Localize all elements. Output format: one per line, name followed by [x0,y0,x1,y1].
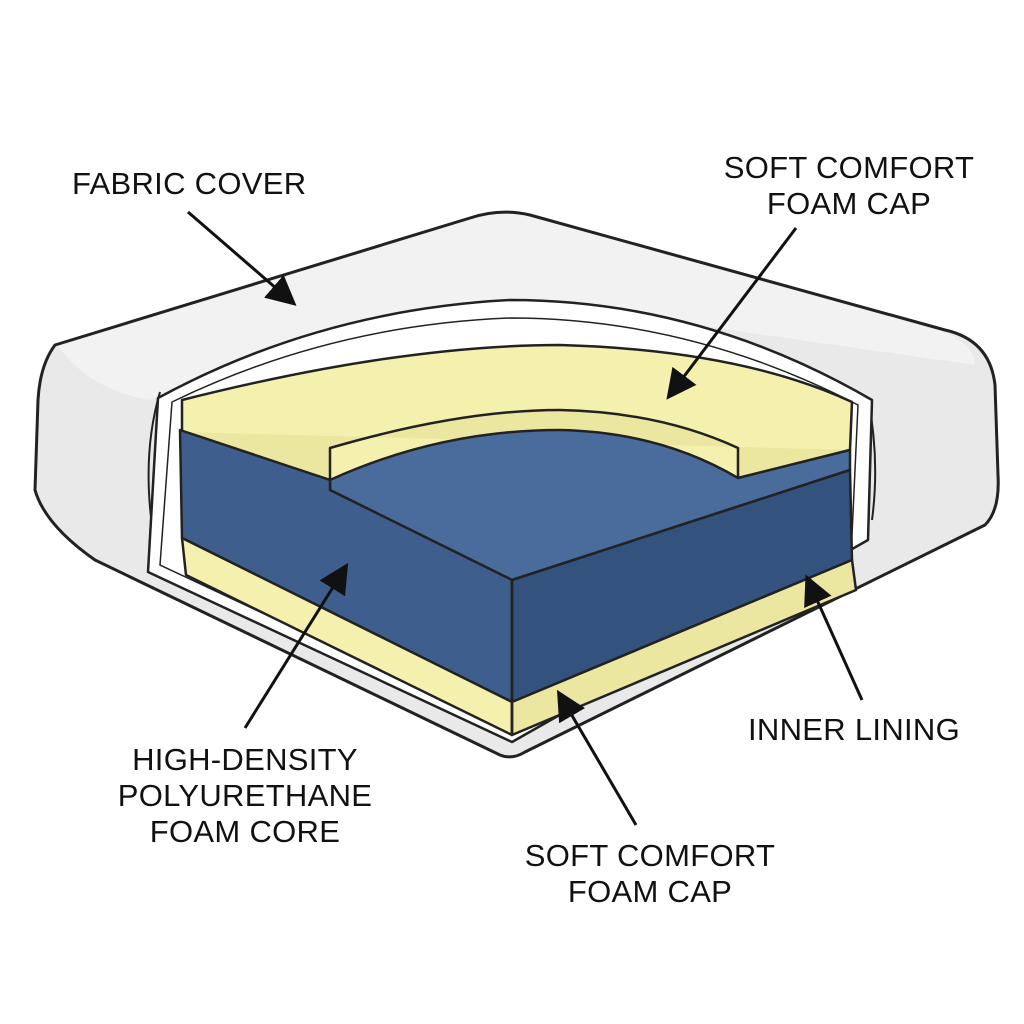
arrow-bottom-cap [556,689,638,826]
inner-lining-label-line: INNER LINING [748,712,961,747]
fabric-cover-top [58,214,975,400]
arrow-fabric-cover [187,210,297,306]
top-foam-cap-label-line-1: SOFT COMFORT [723,150,975,185]
arrow-core [243,562,349,729]
bottom-foam-cap-label: SOFT COMFORT FOAM CAP [500,838,800,910]
bottom-foam-cap-label-line-1: SOFT COMFORT [524,838,776,873]
arrow-top-cap [666,227,798,400]
bottom-foam-cap-label-line-2: FOAM CAP [567,874,733,909]
foam-core-label-line-2: POLYURETHANE [117,778,373,813]
top-foam-cap-label-line-2: FOAM CAP [766,186,932,221]
top-foam-cap-edge [181,408,851,482]
top-foam-cap-label: SOFT COMFORT FOAM CAP [704,150,994,222]
core-top-surface [328,428,852,582]
fabric-cover-label-line: FABRIC COVER [72,166,307,201]
inner-lining-label: INNER LINING [748,712,960,748]
foam-core-label: HIGH-DENSITY POLYURETHANE FOAM CORE [100,742,390,850]
inner-lining-line [159,317,859,731]
foam-core-label-line-3: FOAM CORE [149,814,341,849]
foam-core-label-line-1: HIGH-DENSITY [132,742,358,777]
arrow-inner-lining [804,574,864,701]
fabric-cover-label: FABRIC COVER [72,166,306,202]
